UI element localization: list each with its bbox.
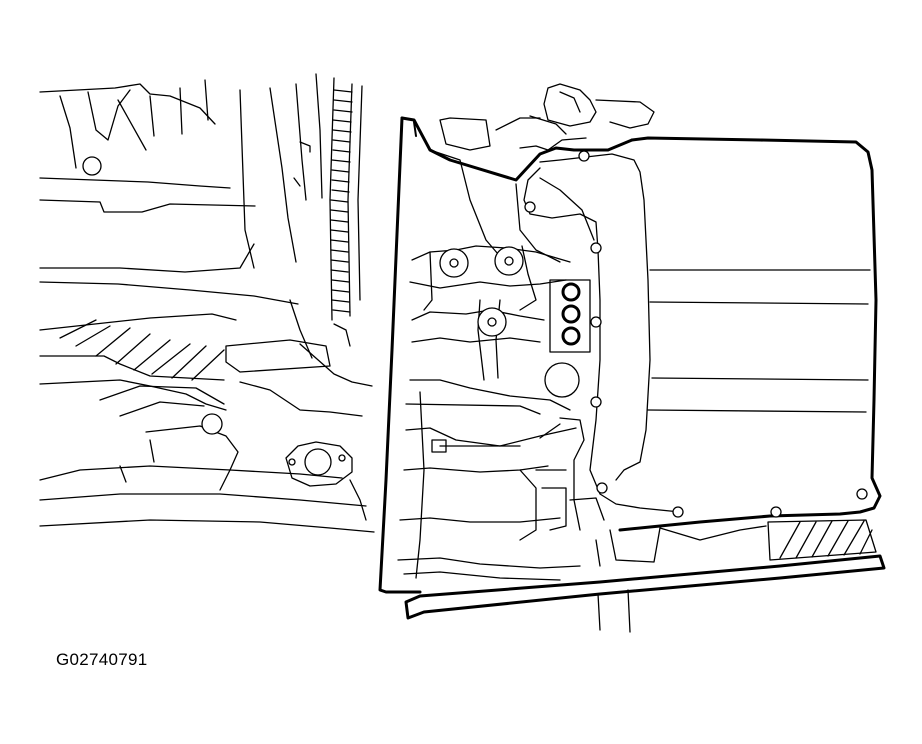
oil-pan bbox=[523, 136, 882, 567]
flywheel-ring-gear bbox=[329, 77, 363, 347]
transaxle-body bbox=[378, 83, 655, 594]
figure-code: G02740791 bbox=[56, 650, 148, 669]
jack-plate bbox=[404, 554, 886, 633]
engine-block bbox=[39, 73, 375, 533]
